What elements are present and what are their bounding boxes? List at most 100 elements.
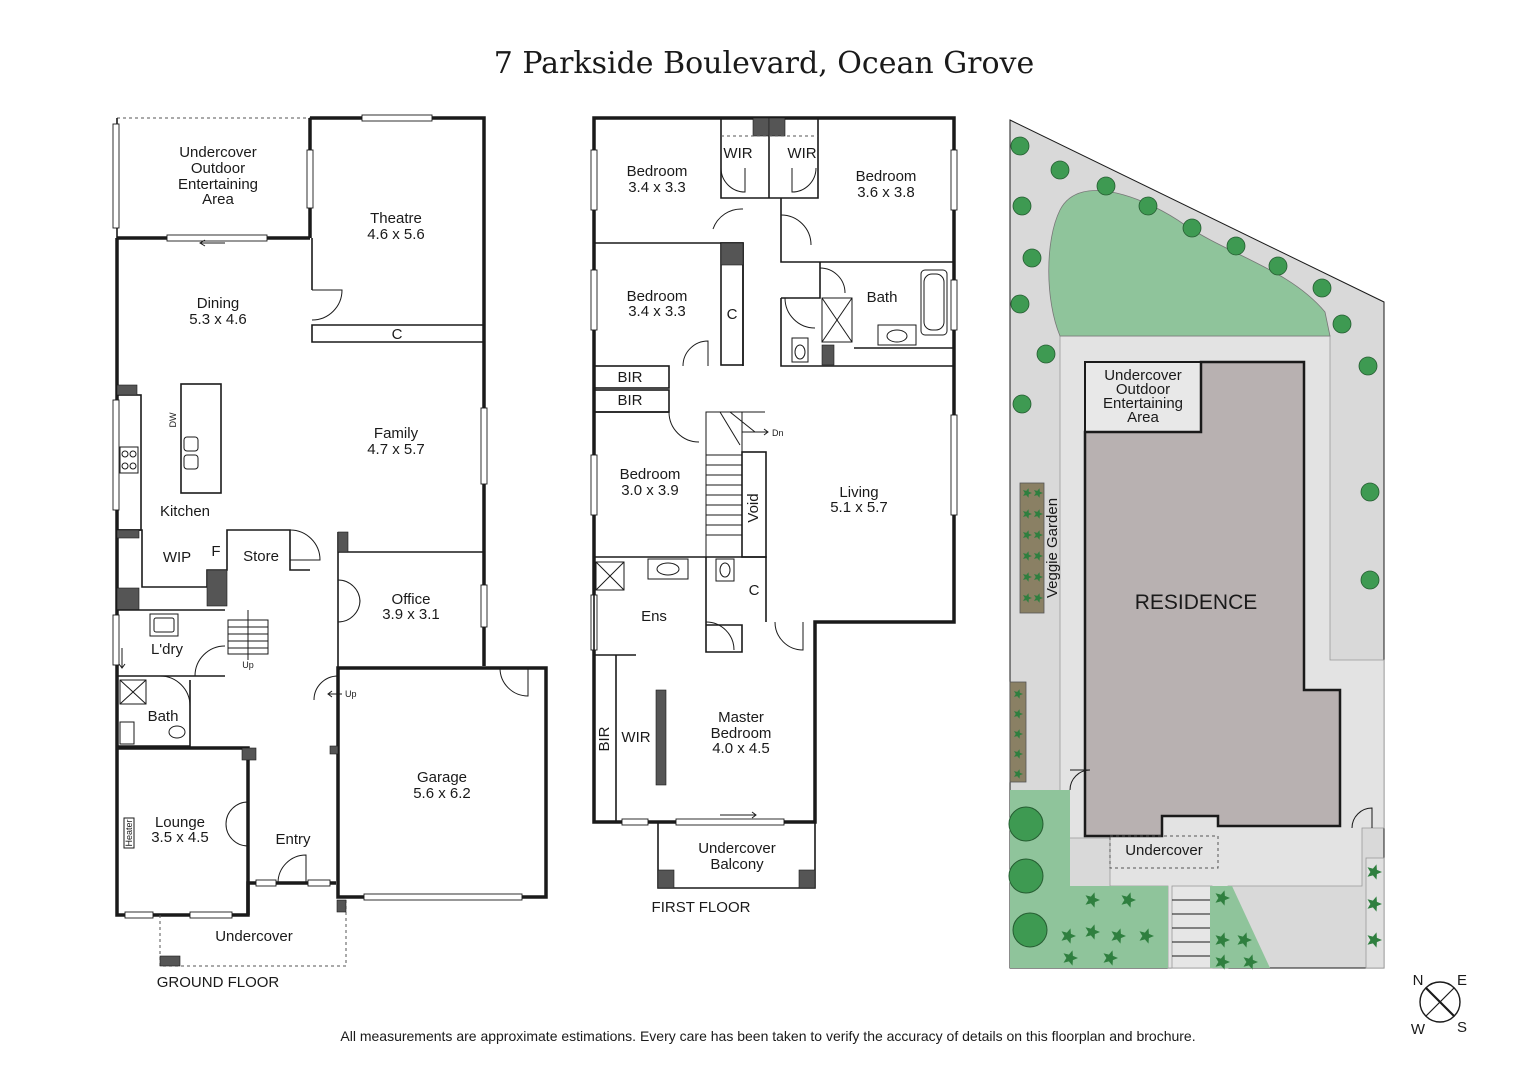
tree-icon [1010,294,1030,314]
tree-icon [1010,136,1030,156]
plant-icon [1023,488,1032,498]
ensuite-label: Ens [641,608,667,625]
plant-icon [1061,928,1076,944]
master-wir-label: WIR [621,729,650,746]
ground-stairs [227,610,269,660]
plant-icon [1034,593,1043,603]
bush-icon [1008,806,1044,842]
wir-right-label: WIR [787,145,816,162]
store-label: Store [243,548,279,565]
living-size: 5.1 x 5.7 [830,499,888,516]
compass-icon: N E W S [1411,972,1467,1038]
tree-icon [1360,570,1380,590]
garage-size: 5.6 x 6.2 [413,785,471,802]
tree-icon [1036,344,1056,364]
plant-icon [1023,530,1032,540]
plant-icon [1023,593,1032,603]
ground-floor-labels: Undercover Outdoor Entertaining Area The… [148,144,471,991]
master-name-2: Bedroom [711,725,772,742]
plant-icon [1243,954,1258,970]
site-steps [1171,885,1213,969]
first-floor-labels: Bedroom 3.4 x 3.3 WIR WIR Bedroom 3.6 x … [596,145,916,916]
veggie-garden-label: Veggie Garden [1044,498,1061,598]
ground-bath-label: Bath [148,708,179,725]
balcony-label-1: Undercover [698,840,776,857]
plant-icon [1014,729,1023,739]
fridge-label: F [211,543,220,560]
master-size: 4.0 x 4.5 [712,740,770,757]
plant-icon [1085,924,1100,940]
bush-icon [1008,858,1044,894]
garage-stairs-up-label: Up [345,689,357,699]
garage-name: Garage [417,769,467,786]
bedroom-ne-size: 3.6 x 3.8 [857,184,915,201]
wip-label: WIP [163,549,191,566]
office-name: Office [392,591,431,608]
plant-icon [1014,749,1023,759]
plant-icon [1215,890,1230,906]
plant-icon [1139,928,1154,944]
site-plan [1008,119,1385,970]
lounge-size: 3.5 x 4.5 [151,829,209,846]
first-floor-stairs [705,411,769,558]
dining-size: 5.3 x 4.6 [189,311,247,328]
laundry-label: L'dry [151,641,184,658]
plant-icon [1063,950,1078,966]
office-size: 3.9 x 3.1 [382,606,440,623]
compass-north: N [1413,972,1424,989]
plant-icon [1034,509,1043,519]
kitchen-label: Kitchen [160,503,210,520]
tree-icon [1268,256,1288,276]
plant-icon [1023,509,1032,519]
bedroom-sw-name: Bedroom [620,466,681,483]
disclaimer-text: All measurements are approximate estimat… [340,1028,1195,1044]
bir1-label: BIR [617,369,642,386]
tree-icon [1312,278,1332,298]
outdoor-area-label-1: Undercover [179,144,257,161]
bedroom-sw-size: 3.0 x 3.9 [621,482,679,499]
plant-icon [1085,892,1100,908]
site-labels: Undercover Outdoor Entertaining Area Veg… [1044,367,1257,859]
plant-icon [1215,932,1230,948]
plant-icon [1111,928,1126,944]
wir-left-label: WIR [723,145,752,162]
ground-floor-title: GROUND FLOOR [157,974,280,991]
plant-icon [1367,864,1382,880]
plant-icon [1367,896,1382,912]
outdoor-area-label-3: Entertaining [178,176,258,193]
stairs-down-label: Dn [772,428,784,438]
tree-icon [1096,176,1116,196]
ground-floor-plan: DW Up [112,114,548,967]
bedroom-ne-name: Bedroom [856,168,917,185]
ground-stairs-up-label: Up [242,660,254,670]
tree-icon [1358,356,1378,376]
bir3-label: BIR [596,726,613,751]
residence-label: RESIDENCE [1135,591,1258,614]
tree-icon [1138,196,1158,216]
porch-undercover-label: Undercover [215,928,293,945]
compass-south: S [1457,1019,1467,1036]
lounge-name: Lounge [155,814,205,831]
plant-icon [1034,572,1043,582]
plant-icon [1103,950,1118,966]
outdoor-area-label-2: Outdoor [191,160,245,177]
tree-icon [1012,196,1032,216]
plant-icon [1034,530,1043,540]
void-label: Void [745,493,762,522]
tree-icon [1332,314,1352,334]
bedroom-w-name: Bedroom [627,288,688,305]
cupboard-c1-label: C [727,306,738,323]
heater-label: Heater [124,819,134,846]
site-outdoor-label-1: Undercover [1104,367,1182,384]
tree-icon [1226,236,1246,256]
bedroom-nw-size: 3.4 x 3.3 [628,179,686,196]
bush-icon [1012,912,1048,948]
site-outdoor-label-2: Outdoor [1116,381,1170,398]
entry-label: Entry [275,831,311,848]
bedroom-w-size: 3.4 x 3.3 [628,303,686,320]
plant-icon [1023,572,1032,582]
family-name: Family [374,425,419,442]
plant-icon [1014,689,1023,699]
first-floor-plan: Dn [590,116,958,889]
